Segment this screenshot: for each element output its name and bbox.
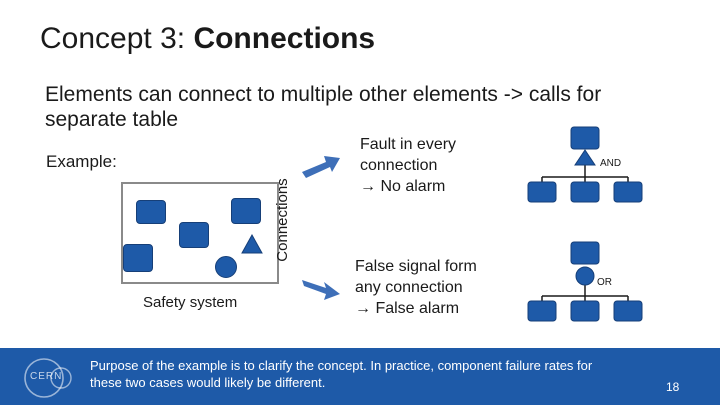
footer-note: Purpose of the example is to clarify the… (90, 358, 593, 390)
safety-system-label: Safety system (143, 294, 238, 311)
and-case-line3-row: → No alarm (360, 176, 520, 197)
basic-event-node (570, 300, 600, 322)
top-event-node (570, 241, 600, 265)
and-case-line1: Fault in every (360, 136, 457, 153)
page-number: 18 (666, 380, 680, 394)
and-fault-tree-diagram (527, 126, 643, 203)
cern-logo: CERN (16, 356, 80, 400)
and-gate-label: AND (600, 158, 622, 169)
basic-event-node (613, 181, 643, 203)
cern-logo-icon (24, 358, 72, 398)
arrow-down-right-icon (302, 280, 340, 300)
arrow-right-icon: → (360, 178, 381, 195)
arrow-right-icon: → (355, 300, 376, 317)
or-case-line1: False signal form (355, 258, 477, 275)
or-case-line2: any connection (355, 279, 463, 296)
title-bold: Connections (193, 22, 376, 55)
or-case-line3: False alarm (375, 300, 460, 317)
top-event-node (570, 126, 600, 150)
arrow-up-right-icon (302, 156, 340, 178)
basic-event-node (527, 300, 557, 322)
footer-bar (0, 348, 720, 405)
or-case-line3-row: → False alarm (355, 298, 525, 319)
slide-title: Concept 3: Connections (40, 22, 375, 56)
logo-text: CERN (30, 371, 63, 382)
or-case-text: False signal form any connection → False… (355, 256, 525, 319)
basic-event-node (570, 181, 600, 203)
example-label: Example: (46, 152, 117, 171)
component-node (231, 198, 261, 224)
or-gate-icon (575, 266, 595, 286)
connections-label: Connections (274, 178, 291, 262)
component-node (136, 200, 166, 224)
and-case-line2: connection (360, 157, 438, 174)
and-case-text: Fault in every connection → No alarm (360, 134, 520, 197)
or-fault-tree-diagram (527, 241, 643, 322)
component-node-circle (215, 256, 237, 278)
connections-label-wrapper: Connections (272, 160, 294, 280)
slide-subtitle: Elements can connect to multiple other e… (45, 83, 602, 131)
basic-event-node (527, 181, 557, 203)
title-plain: Concept 3: (40, 22, 194, 55)
or-gate-label: OR (597, 277, 612, 288)
and-gate-icon (574, 149, 596, 166)
and-case-line3: No alarm (380, 178, 446, 195)
triangle-icon (241, 234, 263, 254)
safety-system-box (121, 182, 279, 284)
component-node (123, 244, 153, 272)
basic-event-node (613, 300, 643, 322)
component-node (179, 222, 209, 248)
